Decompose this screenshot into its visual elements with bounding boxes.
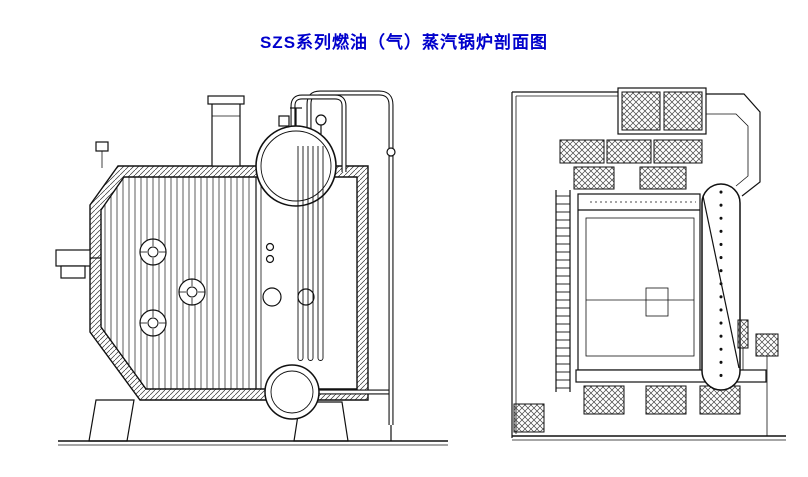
mud-drum — [264, 364, 320, 420]
drum-downcomer-tubes — [297, 146, 324, 361]
heat-exchanger-blocks — [559, 139, 703, 190]
burner-assembly — [55, 141, 109, 279]
access-ladder — [555, 190, 571, 392]
auxiliary-units — [737, 319, 779, 436]
side-bracket — [755, 333, 779, 357]
intake-silencers — [617, 87, 707, 135]
safety-valve — [315, 114, 327, 126]
boiler-body-side — [577, 193, 701, 371]
feed-pump-unit — [737, 319, 749, 349]
inspection-fittings — [262, 242, 315, 307]
tube-bank — [101, 177, 254, 389]
boiler-casing — [89, 165, 369, 401]
external-downcomer-pipes — [290, 90, 396, 441]
support-base — [512, 369, 786, 441]
steam-drum — [255, 107, 337, 207]
longitudinal-drum — [701, 183, 741, 391]
air-duct — [706, 93, 761, 197]
casing-outline — [511, 91, 620, 438]
chimney — [207, 95, 245, 167]
divider-wall — [255, 177, 262, 389]
diagonal-brace — [702, 195, 740, 369]
right-sectional-view — [511, 87, 786, 441]
diagram-title: SZS系列燃油（气）蒸汽锅炉剖面图 — [259, 33, 549, 52]
left-sectional-view — [55, 90, 448, 446]
